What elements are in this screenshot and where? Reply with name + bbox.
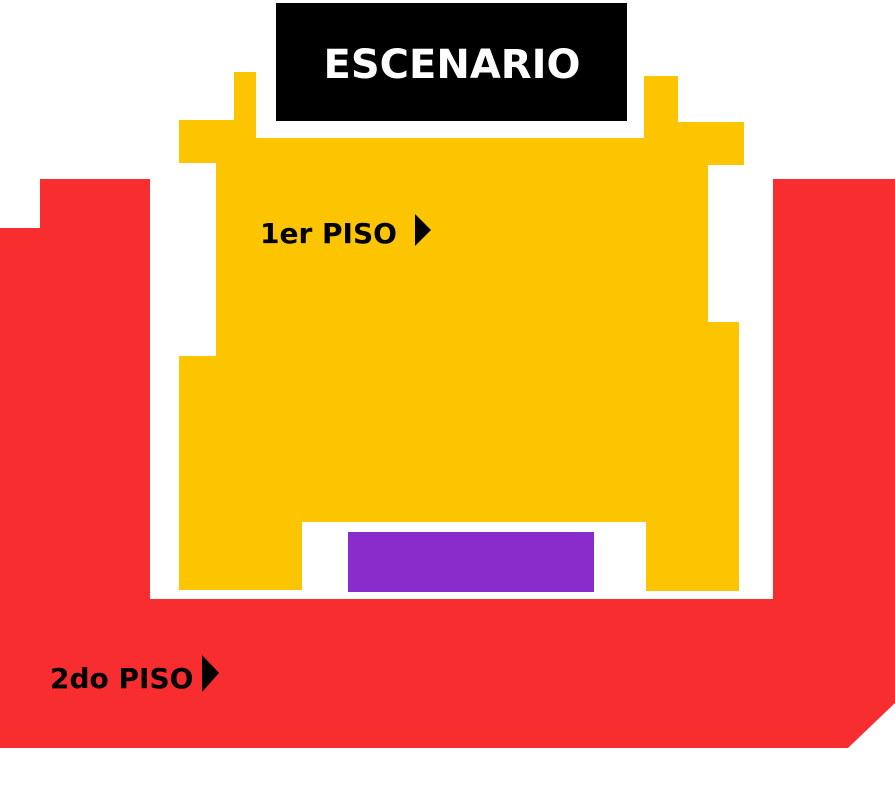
stage-label: ESCENARIO [324, 42, 581, 88]
section-2do-piso[interactable] [0, 179, 895, 748]
triangle-right-icon [415, 214, 431, 246]
section-label-2do-piso: 2do PISO [50, 662, 193, 695]
section-1er-piso[interactable] [179, 72, 744, 591]
section-zona-central[interactable] [348, 532, 594, 592]
section-label-1er-piso: 1er PISO [260, 217, 397, 250]
triangle-right-icon [202, 655, 219, 692]
stage-block [276, 3, 627, 121]
